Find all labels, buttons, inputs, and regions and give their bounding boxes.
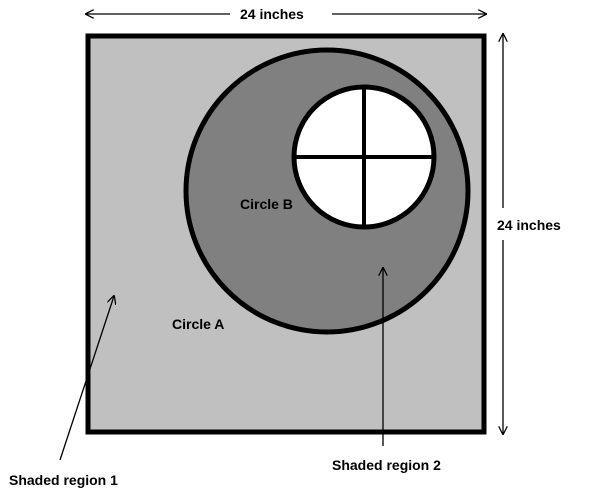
circle-a-label: Circle A	[172, 316, 224, 332]
region-1-pointer-arrow	[59, 296, 114, 461]
top-dimension-label: 24 inches	[240, 6, 304, 22]
region-1-label: Shaded region 1	[9, 472, 118, 488]
region-2-label: Shaded region 2	[332, 457, 441, 473]
circle-b-label: Circle B	[240, 196, 293, 212]
side-dimension-label: 24 inches	[497, 217, 561, 233]
